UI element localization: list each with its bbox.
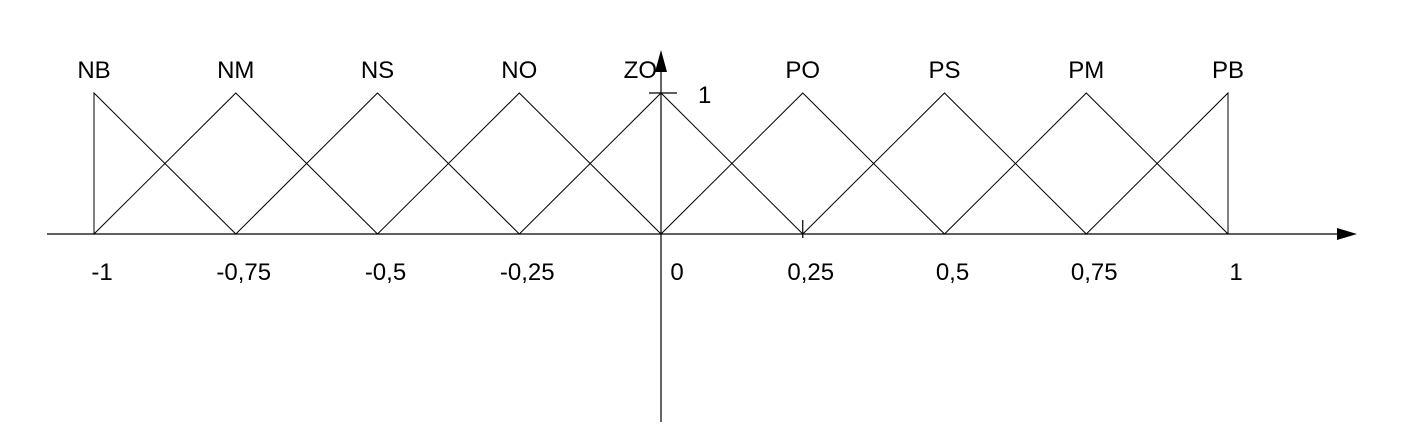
x-tick-label: -0,5 <box>365 259 406 286</box>
mf-pm <box>944 92 1229 235</box>
mf-ps <box>802 92 1087 235</box>
x-tick-label: -0,75 <box>216 259 271 286</box>
series-label-pm: PM <box>1068 57 1104 84</box>
series-label-ns: NS <box>361 57 394 84</box>
series-label-nm: NM <box>217 57 254 84</box>
axis-ticks: -1 -0,75 -0,5 -0,25 0 0,25 0,5 0,75 1 1 <box>91 82 1242 286</box>
x-tick-label: 0,25 <box>787 259 834 286</box>
axes <box>47 50 1357 422</box>
mf-nm <box>93 92 378 235</box>
y-axis-arrow <box>655 50 667 72</box>
x-tick-label: -0,25 <box>500 259 555 286</box>
x-tick-label: -1 <box>91 259 112 286</box>
mf-pb <box>1085 91 1229 235</box>
series-label-zo: ZO <box>624 57 657 84</box>
mf-ns <box>235 92 520 235</box>
x-tick-label: 0,75 <box>1071 259 1118 286</box>
mf-nb <box>93 91 237 235</box>
mf-po <box>660 92 945 235</box>
y-tick-label: 1 <box>698 82 711 109</box>
mf-no <box>377 92 662 235</box>
membership-functions: NB NM NS NO ZO PO PS PM PB <box>77 57 1244 235</box>
x-tick-label: 1 <box>1229 259 1242 286</box>
x-axis-arrow <box>1337 228 1357 240</box>
x-tick-label: 0 <box>670 259 683 286</box>
x-tick-label: 0,5 <box>936 259 969 286</box>
series-label-po: PO <box>785 57 820 84</box>
series-label-no: NO <box>501 57 537 84</box>
series-label-pb: PB <box>1212 57 1244 84</box>
series-label-ps: PS <box>928 57 960 84</box>
series-label-nb: NB <box>77 57 110 84</box>
